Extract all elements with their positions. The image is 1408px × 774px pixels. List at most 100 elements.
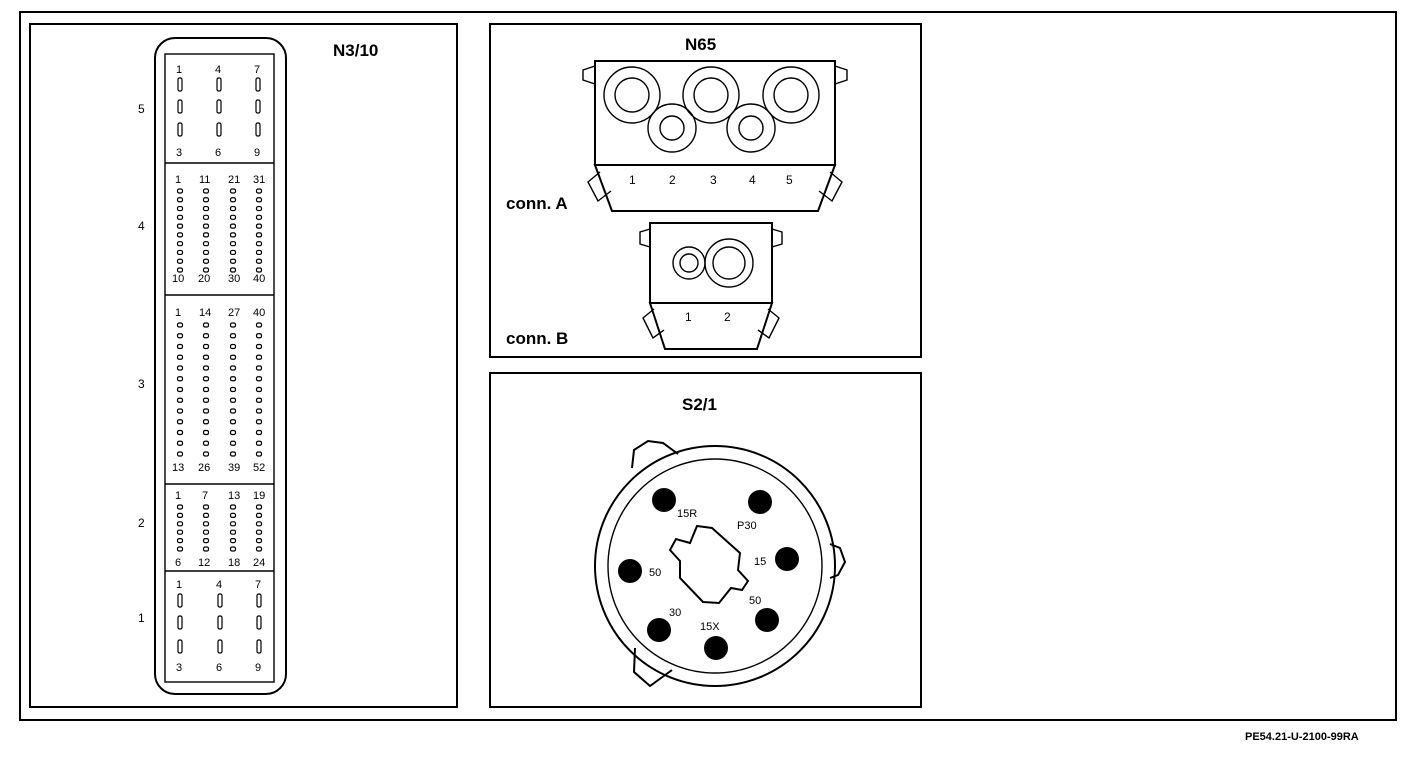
block-1-pins bbox=[177, 593, 262, 654]
s2-1-title: S2/1 bbox=[682, 395, 717, 414]
n3-10-inner bbox=[164, 53, 275, 683]
pin-cavity bbox=[229, 197, 237, 203]
n3-10-housing bbox=[154, 37, 287, 695]
pin-number: 4 bbox=[216, 579, 222, 591]
pin-cavity bbox=[256, 639, 262, 654]
pin-label: 30 bbox=[669, 607, 681, 619]
pin-number: 27 bbox=[228, 307, 240, 319]
pin-cavity bbox=[229, 429, 237, 436]
pin-cavity bbox=[255, 386, 263, 393]
pin-cavity bbox=[202, 267, 210, 273]
conn-a-pin-labels: 1 2 3 4 5 bbox=[629, 173, 793, 187]
pin-cavity bbox=[229, 376, 237, 382]
pin-cavity bbox=[255, 408, 263, 414]
pin-number: 12 bbox=[198, 557, 210, 569]
pin-number: 6 bbox=[216, 662, 222, 674]
pin-number: 3 bbox=[176, 662, 182, 674]
pin-cavity bbox=[202, 546, 210, 552]
pin-cavity bbox=[202, 322, 210, 328]
block-label-1: 1 bbox=[138, 611, 145, 625]
pin-cavity bbox=[202, 197, 210, 203]
pin-cavity bbox=[229, 188, 237, 194]
pin-cavity bbox=[255, 122, 261, 137]
pin-cavity bbox=[229, 419, 237, 425]
pin-cavity bbox=[255, 223, 263, 229]
s2-1-frame bbox=[489, 372, 922, 708]
pin-number: 1 bbox=[176, 579, 182, 591]
pin-cavity bbox=[255, 512, 263, 519]
pin-cavity bbox=[202, 333, 210, 339]
pin-cavity bbox=[202, 354, 210, 360]
pin-number: 1 bbox=[175, 490, 181, 502]
pin-cavity bbox=[202, 214, 210, 220]
pin-cavity bbox=[229, 512, 237, 519]
pin-cavity bbox=[202, 451, 210, 457]
pin-cavity bbox=[176, 386, 184, 393]
pin-cavity bbox=[176, 546, 184, 552]
pin-number: 40 bbox=[253, 273, 265, 285]
pin-cavity bbox=[229, 258, 237, 264]
pin-cavity bbox=[255, 77, 261, 92]
pin-cavity bbox=[255, 546, 263, 552]
pin-label: 5 bbox=[786, 173, 793, 187]
pin-cavity bbox=[176, 354, 184, 360]
pin-cavity bbox=[202, 232, 210, 238]
pin-number: 30 bbox=[228, 273, 240, 285]
pin-cavity bbox=[255, 376, 263, 382]
pin-cavity bbox=[202, 408, 210, 414]
pin-label: 1 bbox=[629, 173, 636, 187]
conn-b-connector: 1 2 bbox=[639, 222, 783, 350]
pin-cavity bbox=[177, 99, 183, 114]
pin-cavity bbox=[176, 504, 184, 510]
pin-cavity bbox=[202, 440, 210, 446]
s2-1-panel: S2/1 15R P30 15 50 50 30 bbox=[489, 372, 922, 708]
conn-b-label: conn. B bbox=[506, 329, 568, 348]
pin-number: 1 bbox=[175, 174, 181, 186]
block-label-4: 4 bbox=[138, 219, 145, 233]
pin-cavity bbox=[202, 258, 210, 264]
pin-cavity bbox=[176, 429, 184, 436]
conn-a-connector: 1 2 3 4 5 bbox=[582, 60, 848, 212]
block-label-5: 5 bbox=[138, 102, 145, 116]
pin-cavity bbox=[176, 249, 184, 256]
pin-cavity bbox=[255, 333, 263, 339]
pin-cavity bbox=[176, 214, 184, 220]
pin-cavity bbox=[255, 232, 263, 238]
pin-number: 6 bbox=[175, 557, 181, 569]
reference-code: PE54.21-U-2100-99RA bbox=[1245, 731, 1359, 743]
pin-cavity bbox=[229, 397, 237, 403]
pin-number: 7 bbox=[255, 579, 261, 591]
pin-cavity bbox=[177, 77, 183, 92]
pin-number: 1 bbox=[176, 64, 182, 76]
pin-cavity bbox=[229, 546, 237, 552]
pin-cavity bbox=[229, 223, 237, 229]
pin-cavity bbox=[229, 333, 237, 339]
pin-cavity bbox=[255, 429, 263, 436]
block-label-3: 3 bbox=[138, 377, 145, 391]
pin-cavity bbox=[255, 397, 263, 403]
pin-cavity bbox=[229, 365, 237, 371]
block-3-pins bbox=[176, 322, 263, 457]
pin-cavity bbox=[255, 249, 263, 256]
s2-1-pin-labels: 15R P30 15 50 50 30 15X bbox=[649, 508, 766, 633]
pin-number: 13 bbox=[172, 462, 184, 474]
n65-panel: N65 1 2 3 4 5 conn. A bbox=[489, 23, 922, 358]
pin-cavity bbox=[229, 408, 237, 414]
pin-cavity bbox=[176, 258, 184, 264]
pin-cavity bbox=[176, 376, 184, 382]
pin-cavity bbox=[176, 529, 184, 535]
pin-cavity bbox=[229, 241, 237, 247]
pin-cavity bbox=[202, 397, 210, 403]
pin-cavity bbox=[202, 223, 210, 229]
pin-cavity bbox=[177, 122, 183, 137]
pin-label: 15X bbox=[700, 621, 720, 633]
pin-cavity bbox=[255, 197, 263, 203]
pin-cavity bbox=[216, 99, 222, 114]
n3-10-panel: N3/10 5 4 3 2 1 1 4 7 3 6 9 1 11 21 31 1… bbox=[29, 23, 458, 708]
pin-cavity bbox=[176, 223, 184, 229]
pin-number: 6 bbox=[215, 147, 221, 159]
pin-cavity bbox=[229, 354, 237, 360]
pin-cavity bbox=[176, 267, 184, 273]
pin-number: 9 bbox=[254, 147, 260, 159]
